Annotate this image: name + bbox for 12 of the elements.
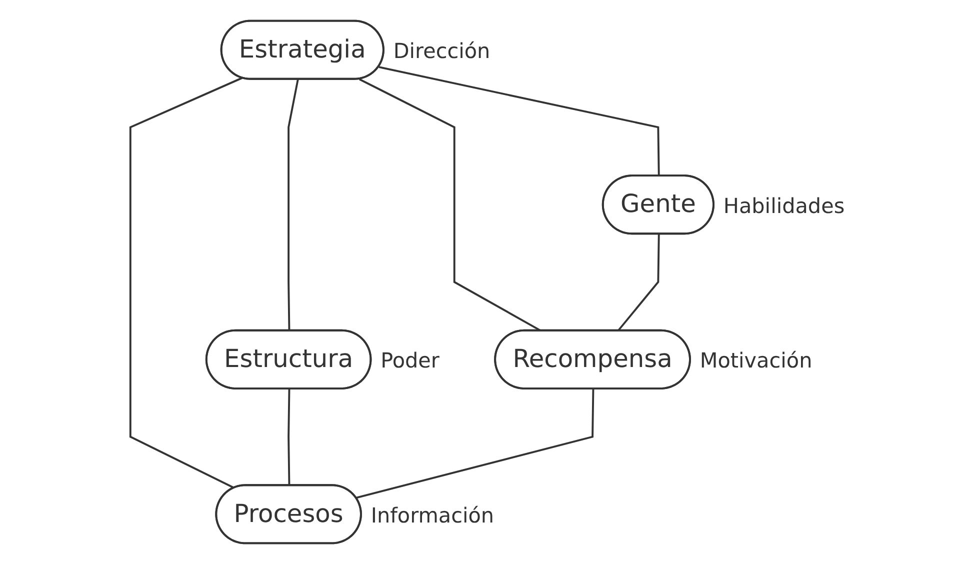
connector: [288, 389, 290, 486]
node-caption: Dirección: [393, 39, 490, 64]
node-caption: Habilidades: [723, 194, 845, 218]
node-caption: Poder: [380, 348, 440, 373]
node-caption: Información: [370, 503, 494, 528]
connector: [378, 66, 660, 176]
node-caption: Motivación: [700, 348, 812, 373]
connector: [617, 234, 660, 332]
connector: [288, 79, 299, 332]
connector: [129, 77, 242, 489]
connector: [356, 389, 594, 499]
connector: [358, 78, 542, 332]
